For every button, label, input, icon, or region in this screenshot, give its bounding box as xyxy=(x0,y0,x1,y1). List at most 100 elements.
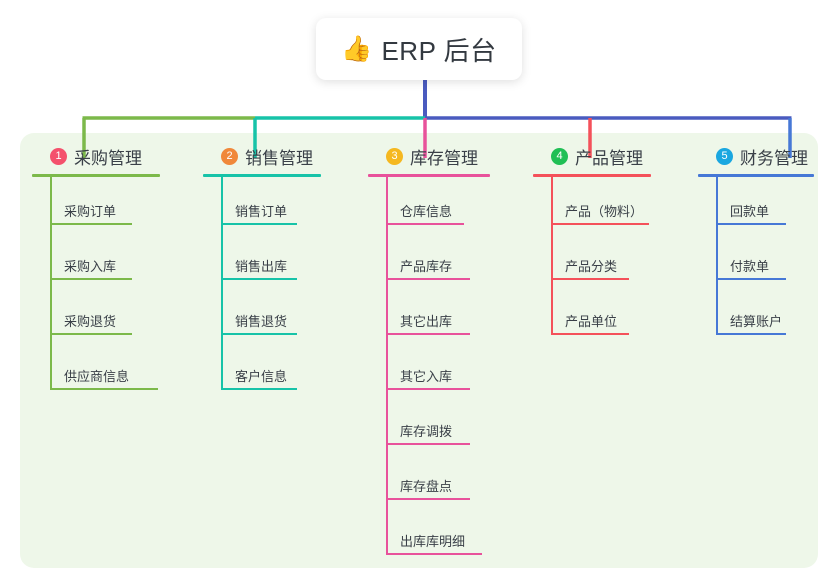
leaf-item-label: 产品（物料） xyxy=(565,204,644,219)
leaf-item[interactable]: 销售订单 xyxy=(203,177,321,232)
leaf-item[interactable]: 产品（物料） xyxy=(533,177,651,232)
leaf-item-label: 其它入库 xyxy=(400,369,453,384)
leaf-item-label: 采购退货 xyxy=(64,314,117,329)
column-items: 产品（物料） 产品分类产品单位 xyxy=(533,177,651,342)
leaf-item-label: 销售订单 xyxy=(235,204,288,219)
column-spine xyxy=(50,177,52,390)
leaf-item-underline xyxy=(386,278,470,280)
thumbs-up-icon: 👍 xyxy=(341,34,373,63)
leaf-item[interactable]: 其它出库 xyxy=(368,287,490,342)
leaf-item-label: 采购订单 xyxy=(64,204,117,219)
column-underline xyxy=(533,174,651,177)
leaf-item[interactable]: 采购退货 xyxy=(32,287,160,342)
leaf-item-label: 销售出库 xyxy=(235,259,288,274)
column-title: 销售管理 xyxy=(245,148,313,168)
leaf-item[interactable]: 采购订单 xyxy=(32,177,160,232)
column-title: 采购管理 xyxy=(74,148,142,168)
leaf-item[interactable]: 出库库明细 xyxy=(368,507,490,562)
column-items: 回款单付款单结算账户 xyxy=(698,177,814,342)
leaf-item-underline xyxy=(716,223,786,225)
leaf-item[interactable]: 其它入库 xyxy=(368,342,490,397)
leaf-item[interactable]: 产品单位 xyxy=(533,287,651,342)
leaf-item[interactable]: 供应商信息 xyxy=(32,342,160,397)
column-items: 仓库信息产品库存其它出库其它入库库存调拨库存盘点出库库明细 xyxy=(368,177,490,562)
column-items: 采购订单采购入库采购退货供应商信息 xyxy=(32,177,160,397)
column-3: 3 库存管理仓库信息产品库存其它出库其它入库库存调拨库存盘点出库库明细 xyxy=(368,143,490,562)
column-badge-4: 4 xyxy=(551,147,568,165)
column-spine xyxy=(386,177,388,555)
leaf-item-underline xyxy=(551,278,629,280)
column-title: 产品管理 xyxy=(575,148,643,168)
leaf-item-underline xyxy=(386,498,470,500)
leaf-item-underline xyxy=(386,443,470,445)
leaf-item-label: 供应商信息 xyxy=(64,369,130,384)
leaf-item[interactable]: 回款单 xyxy=(698,177,814,232)
column-4: 4 产品管理产品（物料） 产品分类产品单位 xyxy=(533,143,651,342)
leaf-item-label: 产品单位 xyxy=(565,314,618,329)
leaf-item-underline xyxy=(386,553,482,555)
leaf-item-label: 客户信息 xyxy=(235,369,288,384)
column-underline xyxy=(698,174,814,177)
leaf-item-underline xyxy=(716,278,786,280)
column-1: 1 采购管理采购订单采购入库采购退货供应商信息 xyxy=(32,143,160,397)
column-items: 销售订单销售出库销售退货客户信息 xyxy=(203,177,321,397)
column-title: 财务管理 xyxy=(740,148,808,168)
leaf-item-label: 仓库信息 xyxy=(400,204,453,219)
leaf-item[interactable]: 产品分类 xyxy=(533,232,651,287)
column-badge-3: 3 xyxy=(386,147,403,165)
column-spine xyxy=(716,177,718,335)
column-header-2[interactable]: 2 销售管理 xyxy=(203,143,321,169)
leaf-item-underline xyxy=(221,388,297,390)
column-underline xyxy=(203,174,321,177)
leaf-item[interactable]: 销售出库 xyxy=(203,232,321,287)
leaf-item-underline xyxy=(716,333,786,335)
column-header-5[interactable]: 5 财务管理 xyxy=(698,143,814,169)
column-badge-5: 5 xyxy=(716,147,733,165)
leaf-item-label: 采购入库 xyxy=(64,259,117,274)
root-node-card[interactable]: 👍 ERP 后台 xyxy=(316,18,522,80)
leaf-item[interactable]: 产品库存 xyxy=(368,232,490,287)
leaf-item-label: 出库库明细 xyxy=(400,534,466,549)
leaf-item-label: 产品库存 xyxy=(400,259,453,274)
leaf-item[interactable]: 付款单 xyxy=(698,232,814,287)
leaf-item[interactable]: 结算账户 xyxy=(698,287,814,342)
leaf-item[interactable]: 库存调拨 xyxy=(368,397,490,452)
column-2: 2 销售管理销售订单销售出库销售退货客户信息 xyxy=(203,143,321,397)
leaf-item[interactable]: 销售退货 xyxy=(203,287,321,342)
column-header-3[interactable]: 3 库存管理 xyxy=(368,143,490,169)
leaf-item[interactable]: 采购入库 xyxy=(32,232,160,287)
leaf-item[interactable]: 库存盘点 xyxy=(368,452,490,507)
leaf-item-underline xyxy=(221,223,297,225)
leaf-item-underline xyxy=(386,223,464,225)
leaf-item-underline xyxy=(50,278,132,280)
leaf-item-label: 结算账户 xyxy=(730,314,783,329)
leaf-item-label: 库存盘点 xyxy=(400,479,453,494)
leaf-item-label: 产品分类 xyxy=(565,259,618,274)
column-spine xyxy=(221,177,223,390)
leaf-item[interactable]: 客户信息 xyxy=(203,342,321,397)
leaf-item-underline xyxy=(386,388,470,390)
leaf-item-label: 其它出库 xyxy=(400,314,453,329)
leaf-item-underline xyxy=(386,333,470,335)
leaf-item-label: 回款单 xyxy=(730,204,770,219)
column-5: 5 财务管理回款单付款单结算账户 xyxy=(698,143,814,342)
column-title: 库存管理 xyxy=(410,148,478,168)
column-badge-2: 2 xyxy=(221,147,238,165)
leaf-item-underline xyxy=(50,223,132,225)
leaf-item-underline xyxy=(50,333,132,335)
page-title: ERP 后台 xyxy=(381,35,497,66)
column-header-1[interactable]: 1 采购管理 xyxy=(32,143,160,169)
leaf-item-label: 付款单 xyxy=(730,259,770,274)
leaf-item-underline xyxy=(221,278,297,280)
leaf-item-label: 销售退货 xyxy=(235,314,288,329)
column-underline xyxy=(368,174,490,177)
column-spine xyxy=(551,177,553,335)
leaf-item-label: 库存调拨 xyxy=(400,424,453,439)
column-header-4[interactable]: 4 产品管理 xyxy=(533,143,651,169)
leaf-item-underline xyxy=(50,388,158,390)
leaf-item[interactable]: 仓库信息 xyxy=(368,177,490,232)
column-badge-1: 1 xyxy=(50,147,67,165)
content-panel xyxy=(20,133,818,568)
leaf-item-underline xyxy=(551,223,649,225)
